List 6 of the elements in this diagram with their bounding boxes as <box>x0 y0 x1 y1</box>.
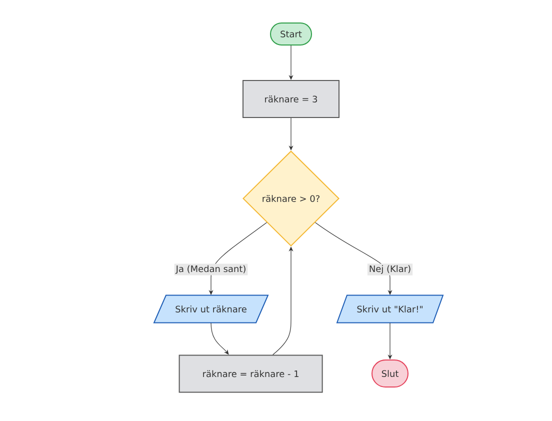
edge-label: Ja (Medan sant) <box>174 264 248 276</box>
end-terminal: Slut <box>372 360 408 388</box>
process-box: räknare = räknare - 1 <box>178 354 323 393</box>
edge-label: Nej (Klar) <box>367 264 413 276</box>
start-terminal: Start <box>270 22 312 46</box>
process-box: räknare = 3 <box>242 80 340 118</box>
